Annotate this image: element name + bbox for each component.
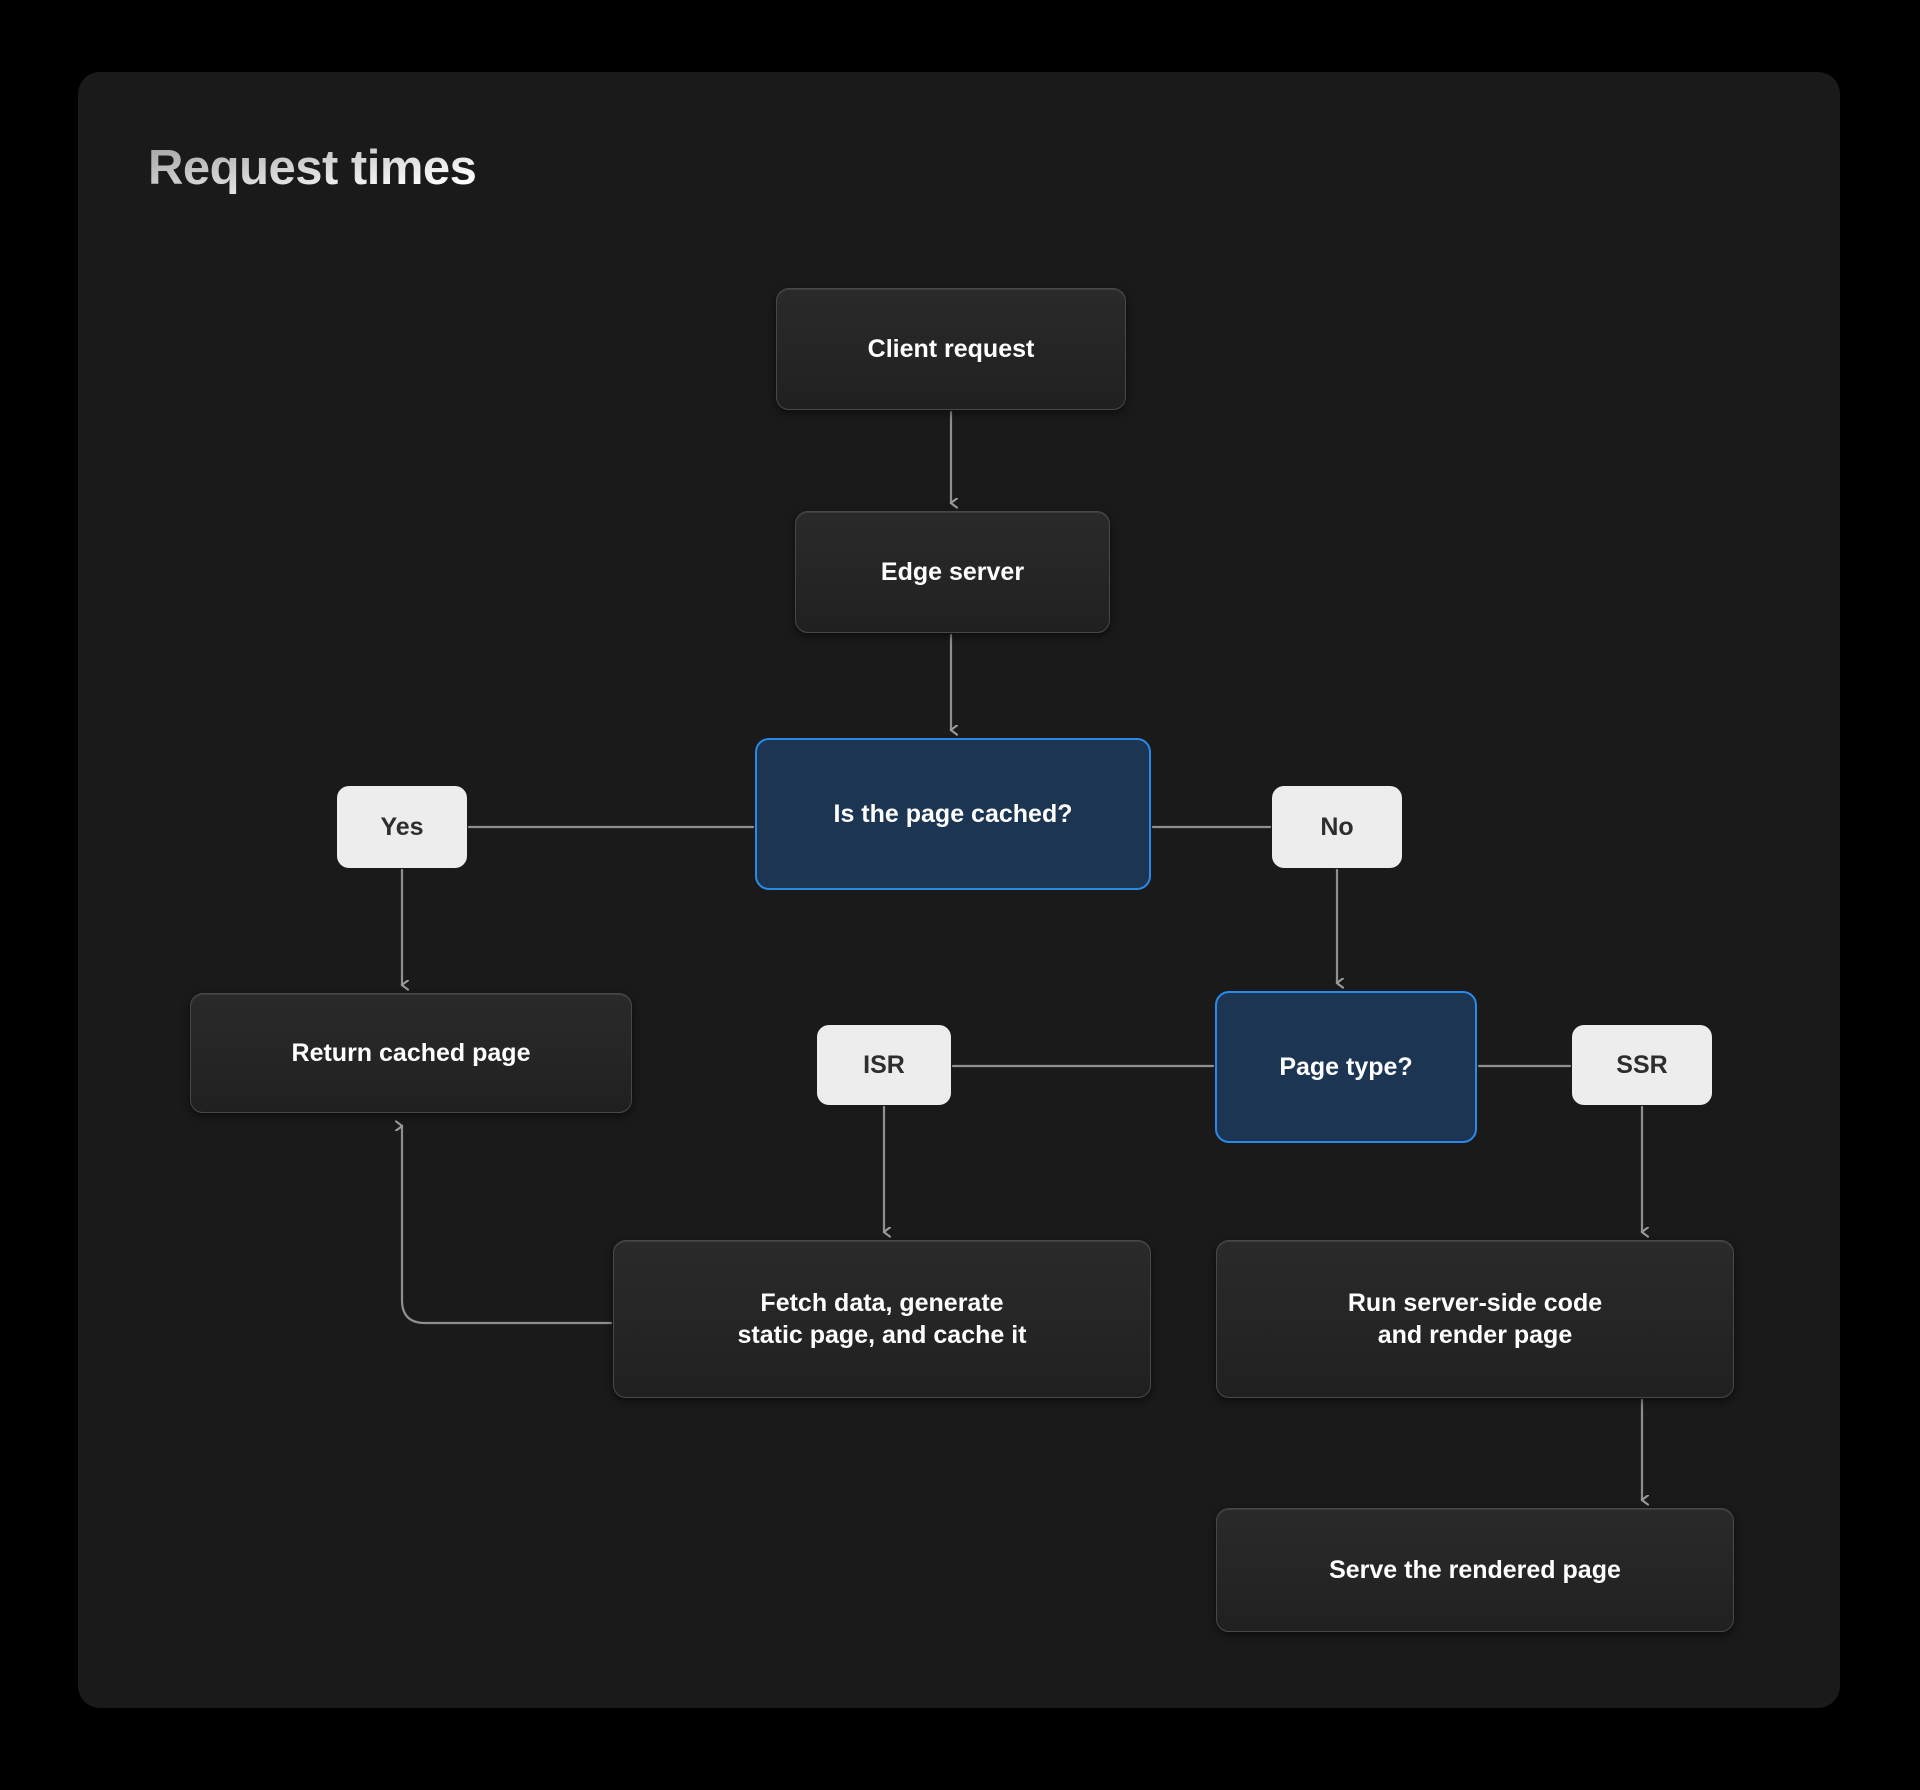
node-yes-chip-label: Yes — [380, 813, 424, 841]
node-fetch-generate[interactable]: Fetch data, generate static page, and ca… — [613, 1240, 1151, 1398]
page-title: Request times — [148, 141, 477, 195]
node-isr-chip[interactable]: ISR — [817, 1025, 951, 1105]
node-isr-chip-label: ISR — [863, 1051, 905, 1079]
node-run-server-side-label: Run server-side code and render page — [1347, 1289, 1603, 1349]
node-edge-server[interactable]: Edge server — [795, 511, 1110, 633]
node-return-cached-page-label: Return cached page — [291, 1039, 531, 1067]
node-run-server-side[interactable]: Run server-side code and render page — [1216, 1240, 1734, 1398]
node-client-request-label: Client request — [867, 335, 1035, 363]
node-yes-chip[interactable]: Yes — [337, 786, 467, 868]
node-is-page-cached-label: Is the page cached? — [833, 800, 1073, 828]
node-return-cached-page[interactable]: Return cached page — [190, 993, 632, 1113]
node-no-chip-label: No — [1320, 813, 1354, 841]
node-page-type-label: Page type? — [1279, 1053, 1413, 1081]
node-serve-rendered-page-label: Serve the rendered page — [1329, 1556, 1621, 1584]
node-edge-server-label: Edge server — [880, 558, 1025, 586]
node-fetch-generate-label: Fetch data, generate static page, and ca… — [737, 1289, 1027, 1349]
node-is-page-cached[interactable]: Is the page cached? — [755, 738, 1151, 890]
node-ssr-chip[interactable]: SSR — [1572, 1025, 1712, 1105]
node-page-type[interactable]: Page type? — [1215, 991, 1477, 1143]
node-ssr-chip-label: SSR — [1616, 1051, 1668, 1079]
node-no-chip[interactable]: No — [1272, 786, 1402, 868]
node-serve-rendered-page[interactable]: Serve the rendered page — [1216, 1508, 1734, 1632]
node-client-request[interactable]: Client request — [776, 288, 1126, 410]
